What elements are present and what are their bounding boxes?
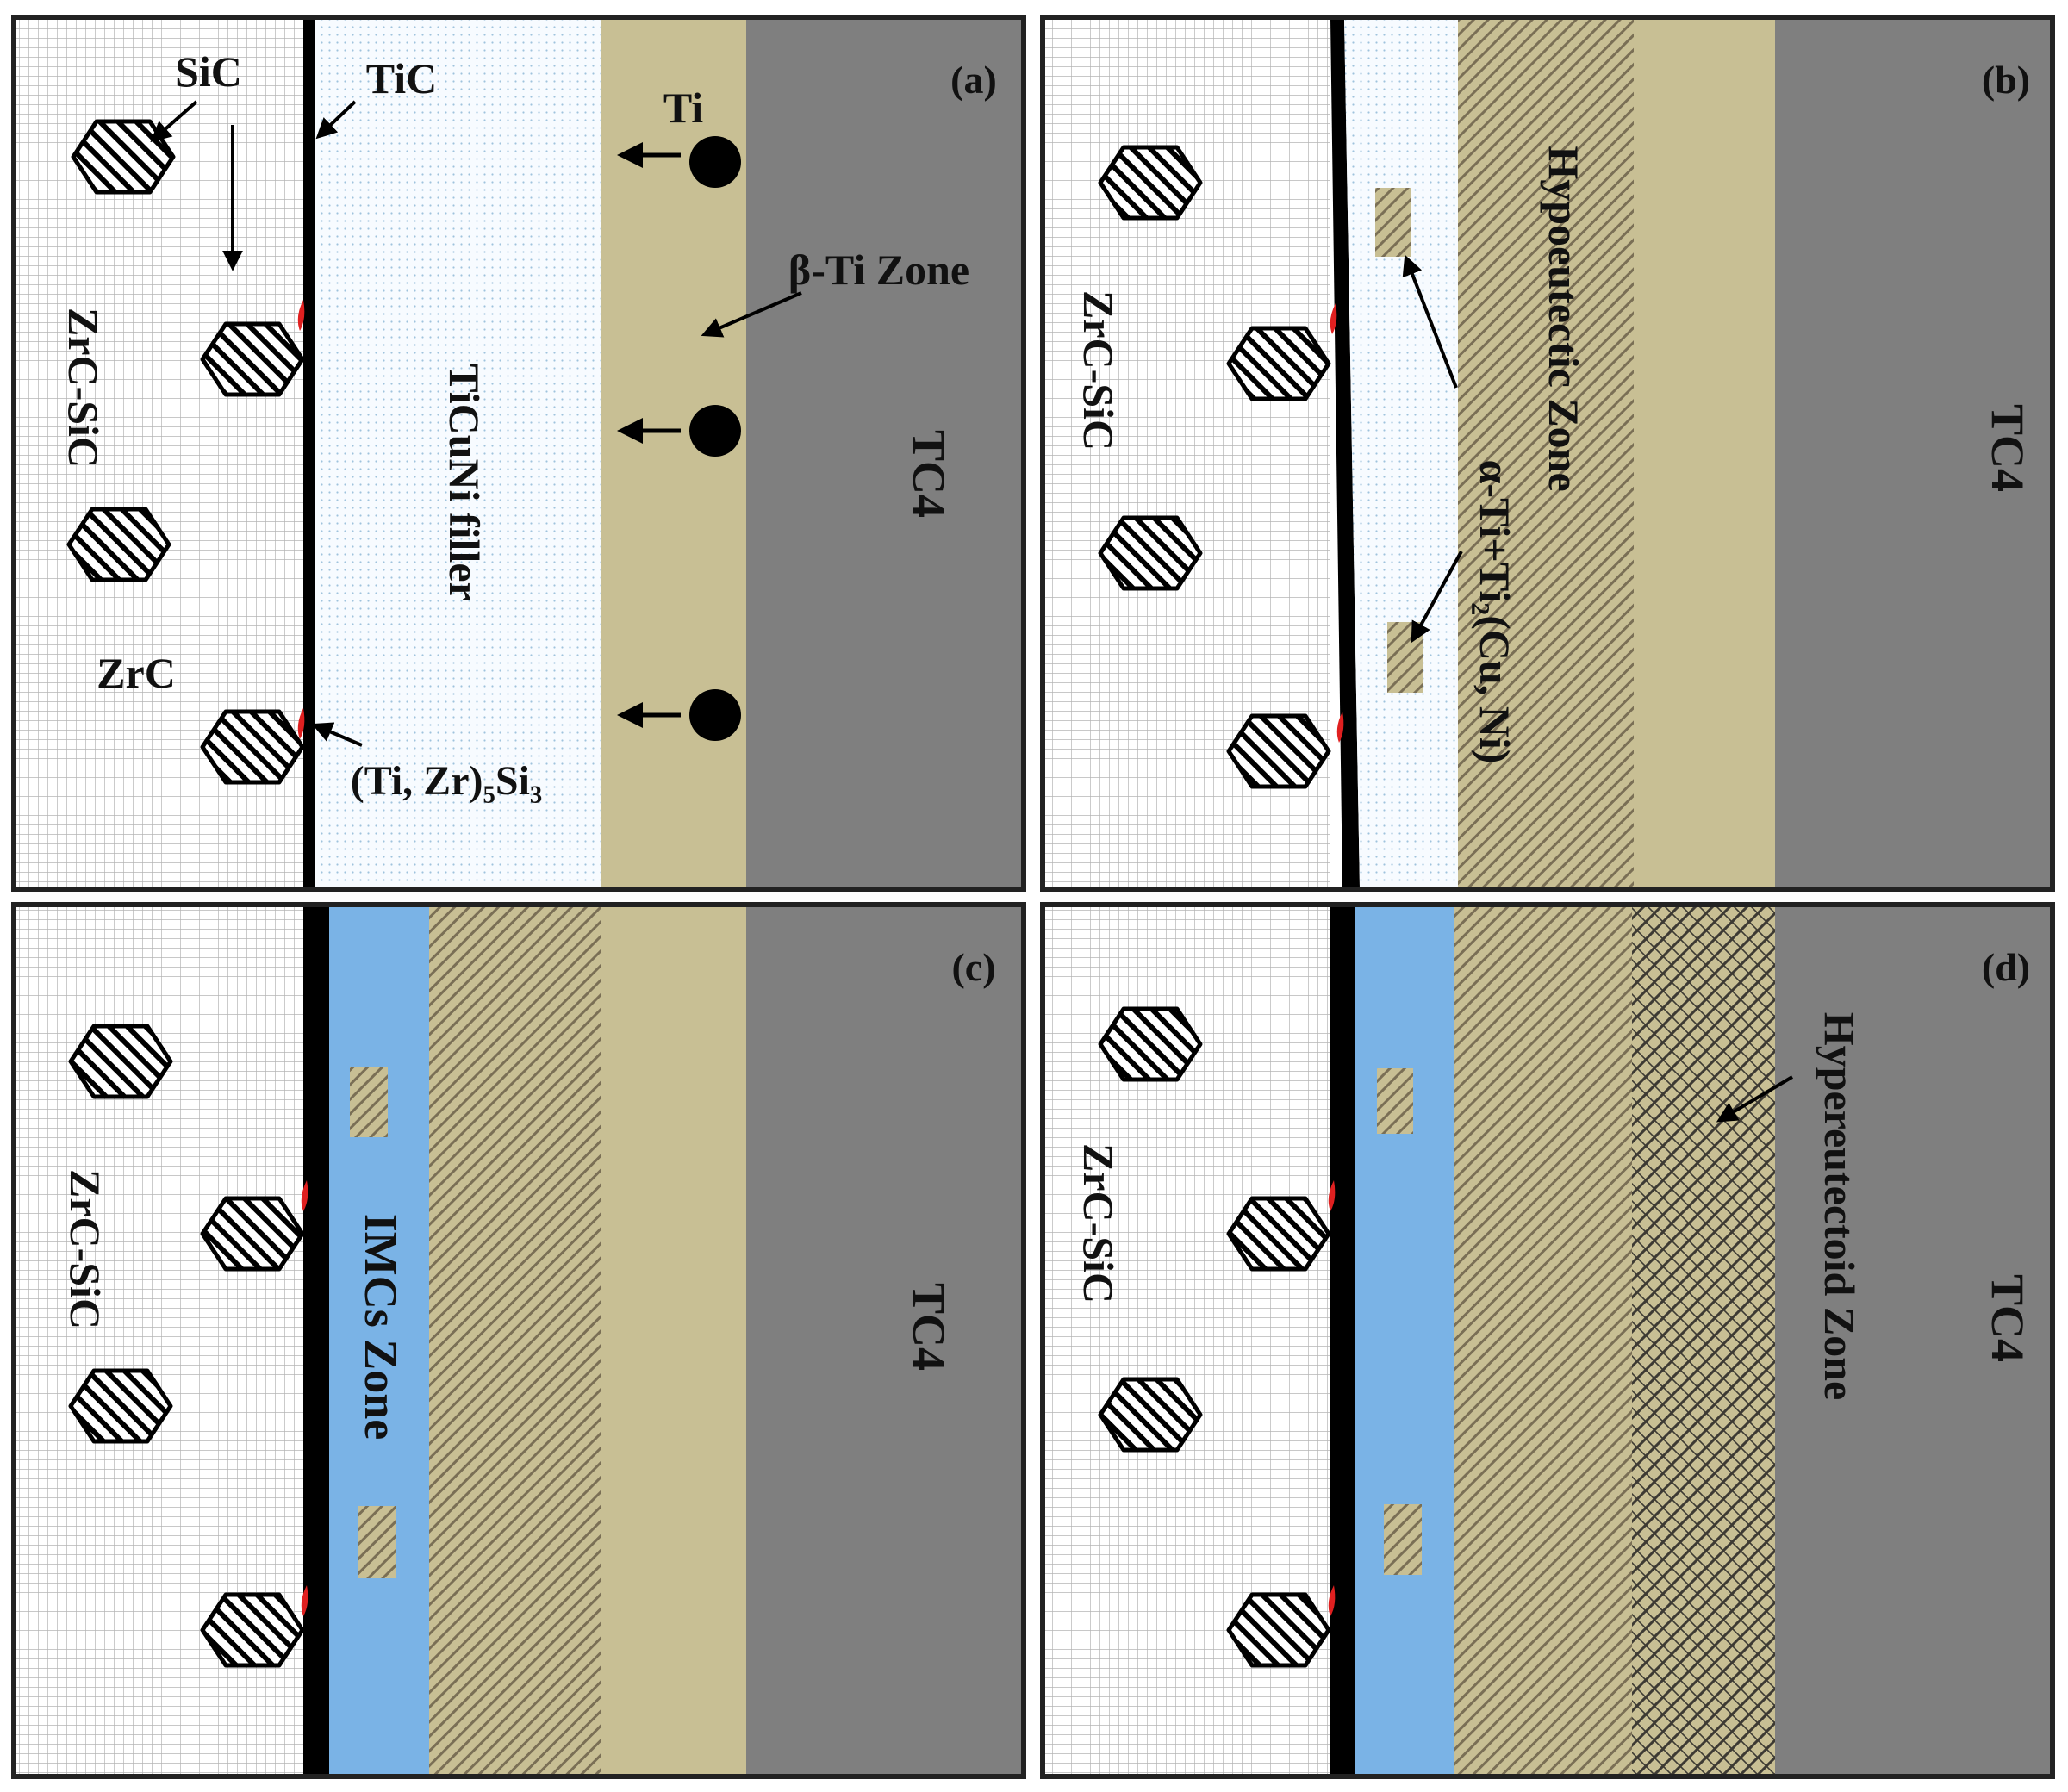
sic-particle: [200, 1592, 305, 1668]
hypoeutectic-zone-c: [429, 906, 601, 1775]
hypoeutectic-zone-d: [1454, 906, 1632, 1775]
panel-d: (d) ZrC-SiC Hypereutectoid Zone TC4: [1040, 902, 2055, 1779]
label-phase-alpha-ti: α-Ti+Ti₂(Cu, Ni): [1471, 460, 1519, 764]
interface-compound-mark: [1330, 303, 1337, 334]
label-ceramic-d: ZrC-SiC: [1074, 1143, 1123, 1304]
panel-label-c: (c): [951, 945, 995, 989]
phase-island: [1384, 1504, 1422, 1575]
sic-particles-d: [1098, 1006, 1331, 1668]
interface-compound-mark: [1336, 712, 1344, 743]
sic-particle: [1226, 1196, 1331, 1272]
sic-particles-b: [1098, 145, 1331, 789]
panel-label-d: (d): [1982, 945, 2030, 989]
tic-layer-a: [303, 19, 315, 887]
label-filler: TiCuNi filler: [440, 364, 489, 600]
label-hypereutectoid-zone: Hypereutectoid Zone: [1816, 1012, 1864, 1400]
panel-frame-a: [11, 15, 1026, 892]
label-ceramic-a: ZrC-SiC: [59, 308, 108, 468]
panel-label-a: (a): [950, 58, 997, 102]
tic-layer-d: [1330, 906, 1355, 1775]
tic-layer-c: [303, 906, 329, 1775]
label-interface-compound: (Ti, Zr)₅Si₃: [351, 758, 543, 804]
sic-pointer-arrow: [150, 100, 198, 143]
panel-c: (c) ZrC-SiC IMCs Zone TC4: [11, 902, 1026, 1779]
sic-particles-a: [66, 119, 305, 785]
interface-compound-mark: [297, 300, 305, 331]
phase-pointer-arrow: [1402, 254, 1458, 389]
sic-particles-c: [68, 1024, 305, 1668]
sic-particle: [71, 119, 176, 195]
ti-atoms-a: [617, 136, 741, 741]
imc-zone-d: [1355, 906, 1454, 1775]
panel-frame-d: [1040, 902, 2055, 1779]
sic-particle: [1098, 515, 1203, 591]
sic-particle: [1226, 1592, 1331, 1668]
interface-compound-mark: [301, 1180, 308, 1211]
beta-zone-pointer-arrow: [701, 291, 802, 338]
interface-compound-pointer-arrow: [311, 722, 363, 747]
tic-layer-b: [1330, 19, 1360, 887]
phase-pointer-arrow: [1411, 551, 1463, 644]
filler-zone-a: [315, 19, 601, 887]
sic-particle: [68, 1024, 173, 1099]
label-zrc: ZrC: [97, 649, 176, 697]
panel-a: (a) SiC TiC Ti β-Ti Zone ZrC (Ti, Zr)₅Si…: [11, 15, 1026, 892]
filler-zone-b: [1344, 19, 1458, 887]
tc4-substrate-c: [746, 906, 1022, 1775]
tc4-substrate-b: [1775, 19, 2051, 887]
panel-frame-c: [11, 902, 1026, 1779]
sic-particle: [68, 1368, 173, 1444]
label-hypoeutectic-zone: Hypoeutectic Zone: [1540, 146, 1588, 491]
label-tc4-b: TC4: [1982, 404, 2034, 492]
ti-atom: [689, 689, 741, 741]
label-ceramic-b: ZrC-SiC: [1074, 290, 1123, 451]
phase-island: [1375, 188, 1411, 257]
label-ceramic-c: ZrC-SiC: [61, 1169, 109, 1329]
label-beta-ti-zone: β-Ti Zone: [788, 246, 969, 294]
panel-frame-b: [1040, 15, 2055, 892]
hypereutectoid-zone-d: [1632, 906, 1775, 1775]
sic-particle: [1226, 326, 1331, 401]
label-tic: TiC: [366, 54, 437, 103]
ti-atom: [689, 405, 741, 457]
interface-compound-mark: [1328, 1585, 1336, 1616]
phase-island: [350, 1067, 388, 1137]
label-ti: Ti: [663, 84, 703, 132]
ti-atom: [689, 136, 741, 188]
label-tc4-c: TC4: [903, 1283, 955, 1371]
phase-island: [1377, 1068, 1413, 1134]
interface-compound-mark: [1328, 1180, 1336, 1211]
imc-zone-c: [329, 906, 429, 1775]
tc4-substrate-d: [1775, 906, 2051, 1775]
tic-pointer-arrow: [315, 100, 357, 140]
panel-label-b: (b): [1982, 58, 2030, 102]
label-tc4-d: TC4: [1982, 1274, 2034, 1362]
sic-particle: [1226, 713, 1331, 789]
phase-island: [358, 1506, 396, 1578]
label-imc-zone: IMCs Zone: [355, 1214, 407, 1440]
tc4-substrate-a: [746, 19, 1022, 887]
label-sic: SiC: [175, 47, 242, 96]
interface-compound-mark: [297, 708, 305, 739]
sic-particle: [200, 709, 305, 785]
sic-particle: [66, 507, 171, 582]
label-tc4-a: TC4: [903, 430, 955, 518]
beta-ti-zone-b: [1634, 19, 1775, 887]
panel-b: (b) ZrC-SiC Hypoeutectic Zone α-Ti+Ti₂(C…: [1040, 15, 2055, 892]
sic-particle: [1098, 1006, 1203, 1082]
sic-particle: [200, 321, 305, 397]
hypoeutectic-zone-b: [1458, 19, 1634, 887]
sic-particle: [200, 1196, 305, 1272]
hypereutectoid-pointer-arrow: [1716, 1075, 1794, 1123]
sic-particle: [1098, 1377, 1203, 1453]
interface-compound-mark: [301, 1585, 308, 1616]
beta-ti-zone-c: [601, 906, 746, 1775]
sic-particle: [1098, 145, 1203, 221]
